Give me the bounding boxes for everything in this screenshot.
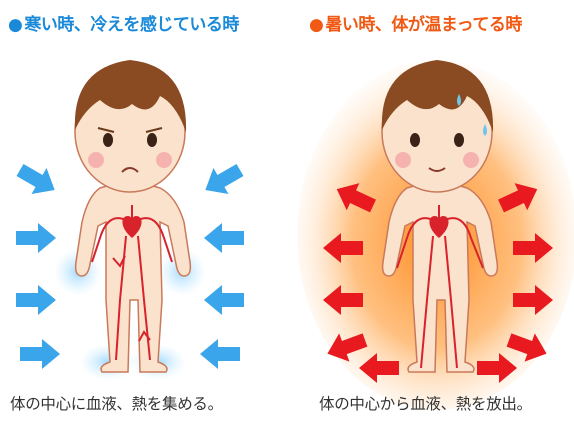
cold-inward-arrow-icon xyxy=(20,339,60,369)
hot-boy-head xyxy=(382,60,493,192)
cold-caption: 体の中心に血液、熱を集める。 xyxy=(10,392,287,414)
hot-illustration xyxy=(287,0,574,421)
cold-inward-arrow-icon xyxy=(16,285,56,315)
cold-inward-arrow-icon xyxy=(204,223,244,253)
hot-heading: ●暑い時、体が温まってる時 xyxy=(309,10,574,35)
cold-panel: ●寒い時、冷えを感じている時 xyxy=(0,0,287,421)
cold-inward-arrow-icon xyxy=(204,285,244,315)
hot-right-eye xyxy=(454,133,464,147)
cold-boy-head xyxy=(75,60,186,192)
hot-panel: ●暑い時、体が温まってる時 体の中心から血液、熱を放出。 xyxy=(287,0,574,421)
hot-left-eye xyxy=(410,133,420,147)
cold-inward-arrow-icon xyxy=(198,157,248,203)
hot-caption: 体の中心から血液、熱を放出。 xyxy=(319,392,574,414)
cold-right-eye xyxy=(147,133,157,147)
cold-inward-arrow-icon xyxy=(200,339,240,369)
cold-left-eye xyxy=(103,133,113,147)
cold-inward-arrow-icon xyxy=(13,157,63,203)
hot-heading-text: 暑い時、体が温まってる時 xyxy=(325,15,521,35)
cold-illustration xyxy=(0,0,287,421)
hot-bullet: ● xyxy=(309,15,323,35)
cold-inward-arrow-icon xyxy=(16,223,56,253)
